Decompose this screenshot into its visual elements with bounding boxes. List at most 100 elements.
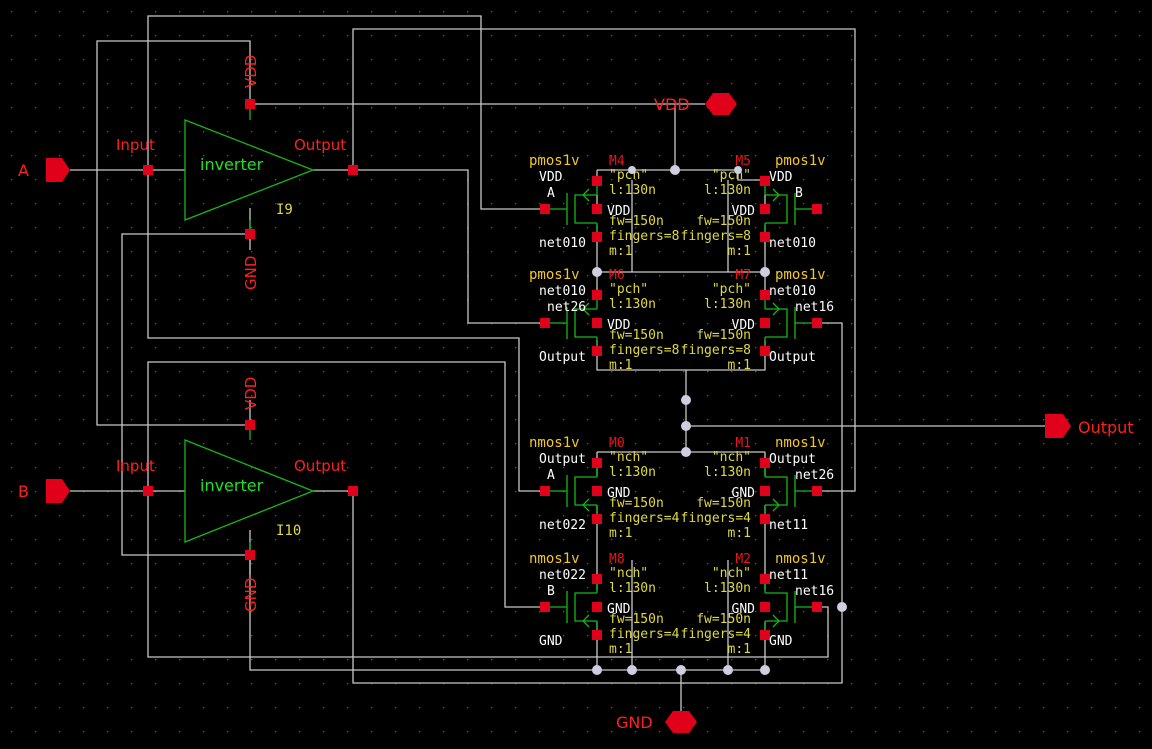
device-model-label: "nch" — [712, 450, 751, 465]
bottom-pin — [592, 514, 602, 524]
device-top-net-label: net11 — [769, 568, 808, 583]
bottom-pin — [760, 630, 770, 640]
device-fw-label: fw=150n — [696, 612, 751, 627]
pin-markers — [143, 99, 358, 560]
device-body-net-label: VDD — [607, 204, 631, 219]
device-gate-net-label: net16 — [795, 300, 834, 315]
device-id-label: M5 — [735, 154, 751, 169]
junction-dots — [592, 165, 847, 675]
device-fingers-label: fingers=8 — [609, 343, 679, 358]
device-top-net-label: Output — [539, 452, 586, 467]
transistor-m2[interactable]: nmos1vM2"nch"l:130nfw=150nfingers=4m:1ne… — [681, 551, 835, 657]
top-pin — [592, 574, 602, 584]
body-pin — [760, 486, 770, 496]
gate-pin — [812, 486, 822, 496]
body-pin — [592, 486, 602, 496]
device-model-label: "pch" — [609, 168, 648, 183]
device-id-label: M1 — [735, 436, 751, 451]
device-fw-label: fw=150n — [696, 214, 751, 229]
device-fingers-label: fingers=4 — [681, 627, 752, 642]
top-pin — [592, 176, 602, 186]
device-model-label: "nch" — [712, 566, 751, 581]
port-b-label: B — [18, 482, 29, 501]
bottom-pin — [760, 514, 770, 524]
port-vdd[interactable]: VDD — [654, 93, 737, 115]
device-bottom-net-label: Output — [769, 350, 816, 365]
port-gnd[interactable]: GND — [616, 711, 697, 733]
device-length-label: l:130n — [704, 183, 751, 198]
body-pin — [760, 318, 770, 328]
device-length-label: l:130n — [609, 183, 656, 198]
inverter-output-label: Output — [294, 136, 346, 154]
device-bottom-net-label: net010 — [769, 236, 816, 251]
device-body-net-label: GND — [732, 486, 756, 501]
device-id-label: M4 — [609, 154, 625, 169]
gate-pin — [540, 204, 550, 214]
bottom-pin — [592, 346, 602, 356]
device-id-label: M2 — [735, 552, 751, 567]
device-body-net-label: VDD — [732, 204, 756, 219]
transistor-m7[interactable]: pmos1vM7"pch"l:130nfw=150nfingers=8m:1ne… — [681, 267, 835, 373]
gate-pin — [540, 602, 550, 612]
device-model-label: "pch" — [712, 168, 751, 183]
inverter-name: inverter — [200, 155, 264, 174]
device-m-label: m:1 — [609, 244, 632, 259]
port-b[interactable]: B — [18, 479, 70, 503]
top-pin — [592, 458, 602, 468]
device-fw-label: fw=150n — [609, 612, 664, 627]
transistor-m5[interactable]: pmos1vM5"pch"l:130nfw=150nfingers=8m:1VD… — [681, 153, 826, 259]
device-fingers-label: fingers=4 — [681, 511, 752, 526]
device-top-net-label: net010 — [539, 284, 586, 299]
inverter-i10[interactable]: inverter Input Output VDD GND I10 — [116, 377, 346, 612]
device-top-net-label: VDD — [539, 170, 563, 185]
device-type-label: pmos1v — [775, 267, 826, 283]
device-gate-net-label: A — [547, 468, 555, 483]
device-model-label: "nch" — [609, 450, 648, 465]
device-body-net-label: VDD — [732, 318, 756, 333]
device-body-net-label: GND — [607, 602, 631, 617]
device-gate-net-label: net26 — [547, 300, 586, 315]
device-id-label: M8 — [609, 552, 625, 567]
port-a-label: A — [18, 161, 29, 180]
inverter-input-label: Input — [116, 136, 155, 154]
device-fw-label: fw=150n — [609, 328, 664, 343]
device-length-label: l:130n — [704, 297, 751, 312]
device-body-net-label: GND — [607, 486, 631, 501]
transistor-m1[interactable]: nmos1vM1"nch"l:130nfw=150nfingers=4m:1Ou… — [681, 435, 835, 541]
device-model-label: "pch" — [609, 282, 648, 297]
device-m-label: m:1 — [728, 642, 751, 657]
device-model-label: "nch" — [609, 566, 648, 581]
port-output[interactable]: Output — [1045, 414, 1134, 438]
port-a[interactable]: A — [18, 158, 70, 182]
device-type-label: pmos1v — [529, 267, 580, 283]
top-pin — [592, 290, 602, 300]
device-bottom-net-label: net11 — [769, 518, 808, 533]
device-gate-net-label: net16 — [795, 584, 834, 599]
device-m-label: m:1 — [728, 526, 751, 541]
device-body-net-label: GND — [732, 602, 756, 617]
bottom-pin — [592, 630, 602, 640]
port-output-label: Output — [1078, 418, 1134, 437]
inverter-gnd-label: GND — [242, 256, 260, 290]
device-bottom-net-label: Output — [539, 350, 586, 365]
device-top-net-label: net022 — [539, 568, 586, 583]
inverter-instance-label: I10 — [276, 523, 301, 539]
device-type-label: nmos1v — [775, 435, 826, 451]
device-id-label: M0 — [609, 436, 625, 451]
top-pin — [760, 458, 770, 468]
gate-pin — [812, 602, 822, 612]
device-top-net-label: VDD — [769, 170, 793, 185]
top-pin — [760, 290, 770, 300]
inverter-gnd-label: GND — [242, 578, 260, 612]
device-fw-label: fw=150n — [696, 328, 751, 343]
inverter-i9[interactable]: inverter Input Output VDD GND I9 — [116, 55, 346, 290]
device-bottom-net-label: GND — [539, 634, 563, 649]
device-m-label: m:1 — [728, 358, 751, 373]
